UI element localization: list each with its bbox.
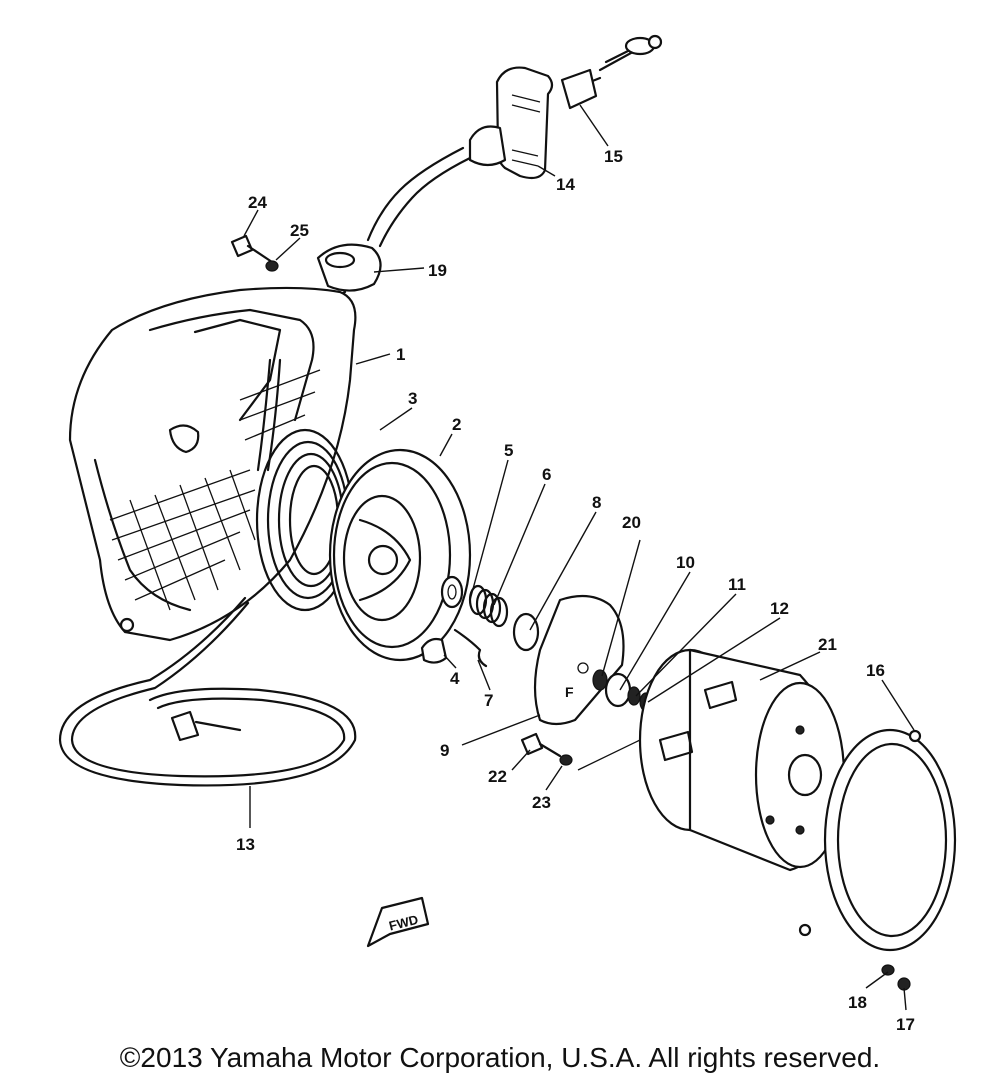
leader-lines: [243, 104, 915, 1011]
callout-7: 7: [484, 691, 493, 710]
exploded-parts-diagram: F FWD: [58, 34, 957, 1034]
mounting-ring: [798, 728, 957, 991]
callout-20: 20: [622, 513, 641, 532]
callout-10: 10: [676, 553, 695, 572]
callout-25: 25: [290, 221, 309, 240]
callout-14: 14: [556, 175, 575, 194]
starter-housing: [68, 286, 357, 642]
fwd-marker-text: FWD: [387, 912, 419, 934]
callout-1: 1: [396, 345, 405, 364]
spring-6: [468, 584, 509, 628]
callout-3: 3: [408, 389, 417, 408]
cable-top-assembly: [316, 34, 663, 302]
callout-18: 18: [848, 993, 867, 1012]
callout-11: 11: [728, 575, 746, 594]
svg-text:F: F: [565, 684, 574, 700]
callout-labels: 1 2 3 4 5 6 7 8 9 10 11 12 13 14 15 16 1…: [236, 147, 915, 1034]
callout-4: 4: [450, 669, 460, 688]
callout-21: 21: [818, 635, 837, 654]
starter-cup: [638, 648, 847, 872]
callout-22: 22: [488, 767, 507, 786]
screw-22-washer-23: [520, 732, 641, 771]
callout-8: 8: [592, 493, 601, 512]
starter-rope: [58, 596, 357, 787]
fwd-arrow: FWD: [366, 896, 430, 948]
callout-16: 16: [866, 661, 885, 680]
callout-15: 15: [604, 147, 623, 166]
callout-5: 5: [504, 441, 513, 460]
rope-pulley: [328, 448, 472, 662]
copyright-notice: ©2013 Yamaha Motor Corporation, U.S.A. A…: [119, 1042, 881, 1073]
callout-23: 23: [532, 793, 551, 812]
callout-12: 12: [770, 599, 789, 618]
callout-9: 9: [440, 741, 449, 760]
ratchet-plate: F: [533, 594, 625, 726]
callout-24: 24: [248, 193, 267, 212]
callout-13: 13: [236, 835, 255, 854]
callout-2: 2: [452, 415, 461, 434]
callout-17: 17: [896, 1015, 915, 1034]
callout-6: 6: [542, 465, 551, 484]
callout-19: 19: [428, 261, 447, 280]
screw-24-washer-25: [230, 234, 279, 272]
